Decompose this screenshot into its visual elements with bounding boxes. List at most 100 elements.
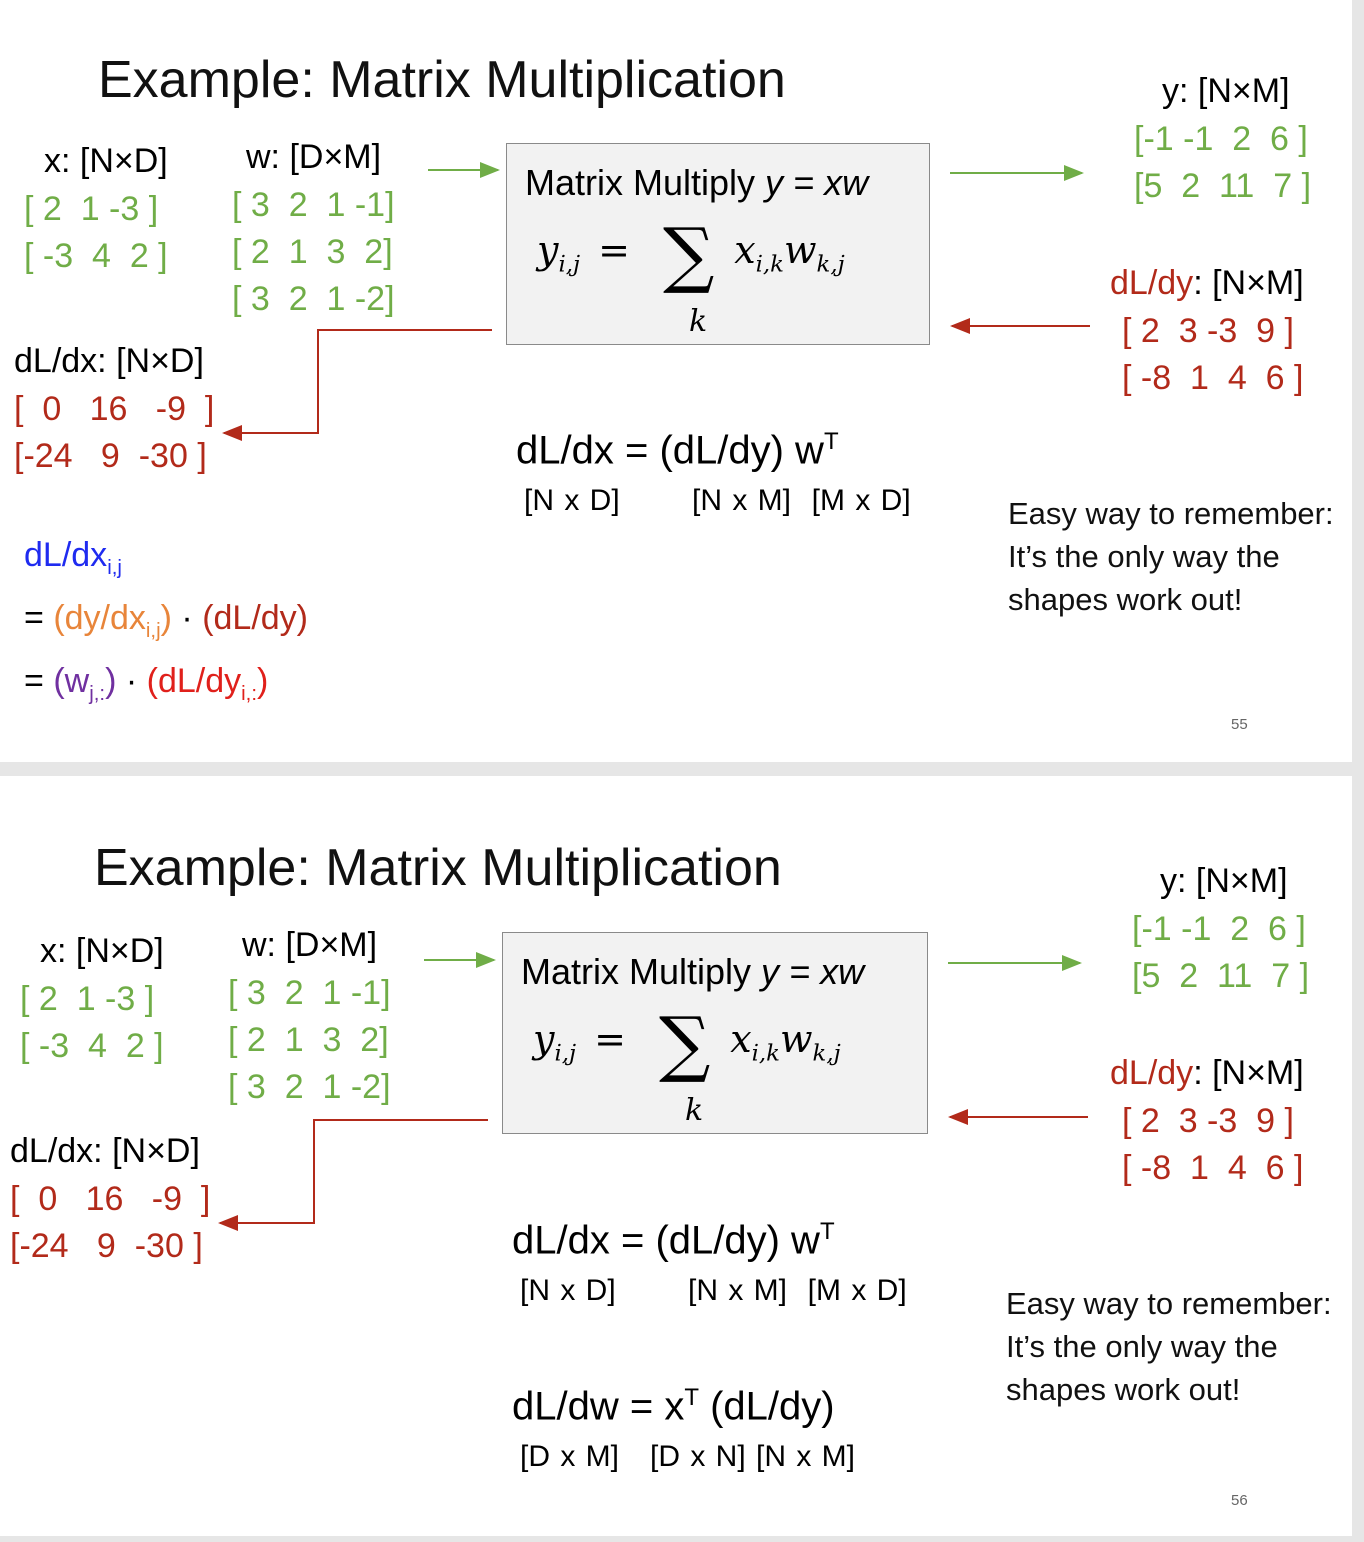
- derivation-equals: =: [24, 598, 54, 637]
- formula-w: w: [780, 1017, 813, 1061]
- sigma-symbol: ∑: [663, 212, 715, 296]
- x-matrix: [ 2 1 -3 ] [ -3 4 2 ]: [20, 980, 164, 1065]
- equation-dldw-dims: [D x M] [D x N] [N x M]: [520, 1440, 855, 1473]
- w-label: w: [D×M]: [246, 138, 382, 176]
- matrix-multiply-box: Matrix Multiply y = xw yi,j = xi,kwk,j ∑…: [502, 932, 928, 1134]
- dldx-matrix: [ 0 16 -9 ] [-24 9 -30 ]: [14, 390, 215, 475]
- derivation-dldx-sub: i,j: [107, 556, 122, 579]
- x-label: x: [N×D]: [40, 932, 164, 970]
- derivation-line-1: dL/dxi,j: [24, 530, 308, 593]
- dldy-row-sub: i,:: [241, 682, 257, 705]
- derivation-equals: =: [24, 661, 54, 700]
- equation-dldx-sup: T: [819, 1218, 835, 1245]
- w-label: w: [D×M]: [242, 926, 378, 964]
- formula-x-sub: i,k: [755, 251, 784, 278]
- derivation-local-grad: (dy/dxi,j): [53, 598, 172, 642]
- w-matrix: [ 3 2 1 -1] [ 2 1 3 2] [ 3 2 1 -2]: [232, 186, 395, 318]
- sigma-index: k: [689, 304, 708, 339]
- note-line: shapes work out!: [1008, 582, 1243, 617]
- sigma-symbol: ∑: [659, 1001, 711, 1085]
- local-grad-text: (dy/dx: [53, 598, 146, 637]
- dldx-label: dL/dx: [N×D]: [14, 342, 204, 380]
- derivation-line-2: = (dy/dxi,j) · (dL/dy): [24, 593, 308, 656]
- arrows: [218, 952, 1088, 1231]
- formula-w-sub: k,j: [812, 1040, 841, 1067]
- local-grad-close: ): [160, 598, 172, 637]
- page-number: 55: [1231, 716, 1248, 733]
- derivation-dldy-row: (dL/dyi,:): [146, 661, 269, 705]
- slide-title: Example: Matrix Multiplication: [94, 839, 782, 897]
- formula-x: x: [734, 228, 756, 272]
- box-title: Matrix Multiply: [521, 951, 752, 992]
- note-line: It’s the only way the: [1006, 1329, 1278, 1364]
- dldy-label-red: dL/dy: [1110, 1054, 1194, 1092]
- w-row-close: ): [105, 661, 117, 700]
- dldy-matrix: [ 2 3 -3 9 ] [ -8 1 4 6 ]: [1122, 1102, 1304, 1187]
- derivation-line-3: = (wj,:) · (dL/dyi,:): [24, 656, 308, 719]
- y-label: y: [N×M]: [1162, 72, 1290, 110]
- note-line: It’s the only way the: [1008, 539, 1280, 574]
- matrix-multiply-box: Matrix Multiply y = xw yi,j = xi,kwk,j ∑…: [506, 143, 930, 345]
- dldy-label-rest: : [N×M]: [1193, 264, 1304, 302]
- w-row-text: (w: [53, 661, 90, 700]
- derivation-dot: ·: [116, 661, 147, 700]
- dldy-label-red: dL/dy: [1110, 264, 1194, 302]
- w-row-sub: j,:: [89, 682, 106, 705]
- note-line: shapes work out!: [1006, 1372, 1241, 1407]
- formula-w: w: [784, 228, 817, 272]
- y-matrix: [-1 -1 2 6 ] [5 2 11 7 ]: [1132, 910, 1310, 995]
- derivation-w-row: (wj,:): [53, 661, 117, 705]
- w-matrix: [ 3 2 1 -1] [ 2 1 3 2] [ 3 2 1 -2]: [228, 974, 391, 1106]
- summation-formula: yi,j = xi,kwk,j: [537, 228, 845, 278]
- sigma-index: k: [685, 1093, 704, 1128]
- formula-lhs: y: [533, 1017, 555, 1061]
- formula-x-sub: i,k: [751, 1040, 780, 1067]
- y-label: y: [N×M]: [1160, 862, 1288, 900]
- box-expression: y = xw: [761, 951, 865, 992]
- dldx-label: dL/dx: [N×D]: [10, 1132, 200, 1170]
- equation-dldx-text: dL/dx = (dL/dy) w: [516, 428, 824, 473]
- formula-equals: =: [598, 228, 631, 272]
- remember-note: Easy way to remember: It’s the only way …: [1006, 1282, 1332, 1411]
- arrows: [222, 162, 1090, 441]
- x-matrix: [ 2 1 -3 ] [ -3 4 2 ]: [24, 190, 168, 275]
- local-grad-sub: i,j: [145, 619, 161, 642]
- equation-dldx-dims: [N x D] [N x M] [M x D]: [520, 1274, 907, 1307]
- equation-dldx-text: dL/dx = (dL/dy) w: [512, 1218, 820, 1263]
- derivation-dot: ·: [171, 598, 203, 637]
- box-heading: Matrix Multiply y = xw: [525, 162, 868, 204]
- box-heading: Matrix Multiply y = xw: [521, 951, 864, 993]
- dldy-row-text: (dL/dy: [146, 661, 242, 700]
- note-line: Easy way to remember:: [1006, 1286, 1332, 1321]
- derivation-dldx: dL/dx: [24, 536, 108, 574]
- page-number: 56: [1231, 1492, 1248, 1509]
- formula-x: x: [730, 1017, 752, 1061]
- equation-dldx: dL/dx = (dL/dy) wT: [516, 428, 839, 473]
- slide-55: Example: Matrix Multiplication x: [N×D] …: [0, 0, 1352, 762]
- formula-equals: =: [594, 1017, 627, 1061]
- dldy-row-close: ): [257, 661, 269, 700]
- equation-dldx: dL/dx = (dL/dy) wT: [512, 1218, 835, 1263]
- summation-formula: yi,j = xi,kwk,j: [533, 1017, 841, 1067]
- formula-lhs: y: [537, 228, 559, 272]
- equation-dldw-text: dL/dw = x: [512, 1384, 685, 1429]
- dldy-label: dL/dy: [N×M]: [1110, 264, 1304, 303]
- box-expression: y = xw: [765, 162, 869, 203]
- formula-lhs-sub: i,j: [558, 251, 581, 278]
- equation-dldx-sup: T: [823, 428, 839, 455]
- dldy-label-rest: : [N×M]: [1193, 1054, 1304, 1092]
- equation-dldw: dL/dw = xT (dL/dy): [512, 1384, 835, 1429]
- equation-dldw-rest: (dL/dy): [699, 1384, 835, 1429]
- equation-dldx-dims: [N x D] [N x M] [M x D]: [524, 484, 911, 517]
- downstream-grad-arrow: [222, 329, 492, 441]
- remember-note: Easy way to remember: It’s the only way …: [1008, 492, 1334, 621]
- equation-dldw-sup: T: [684, 1384, 699, 1411]
- formula-w-sub: k,j: [816, 251, 845, 278]
- dldy-label: dL/dy: [N×M]: [1110, 1054, 1304, 1093]
- note-line: Easy way to remember:: [1008, 496, 1334, 531]
- derivation-upstream-grad: (dL/dy): [202, 598, 309, 637]
- y-matrix: [-1 -1 2 6 ] [5 2 11 7 ]: [1134, 120, 1312, 205]
- derivation: dL/dxi,j = (dy/dxi,j) · (dL/dy) = (wj,:)…: [24, 530, 308, 718]
- dldx-matrix: [ 0 16 -9 ] [-24 9 -30 ]: [10, 1180, 211, 1265]
- box-title: Matrix Multiply: [525, 162, 756, 203]
